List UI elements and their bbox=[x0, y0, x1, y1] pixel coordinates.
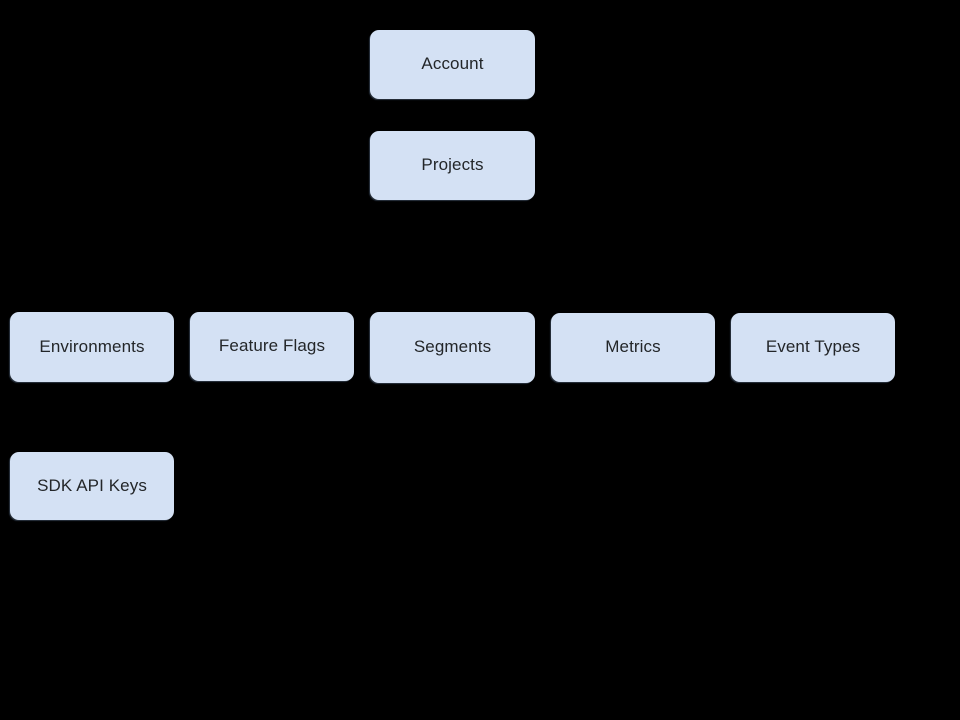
node-label-sdk-api-keys: SDK API Keys bbox=[37, 475, 147, 495]
node-sdk-api-keys[interactable]: SDK API Keys bbox=[10, 452, 174, 520]
